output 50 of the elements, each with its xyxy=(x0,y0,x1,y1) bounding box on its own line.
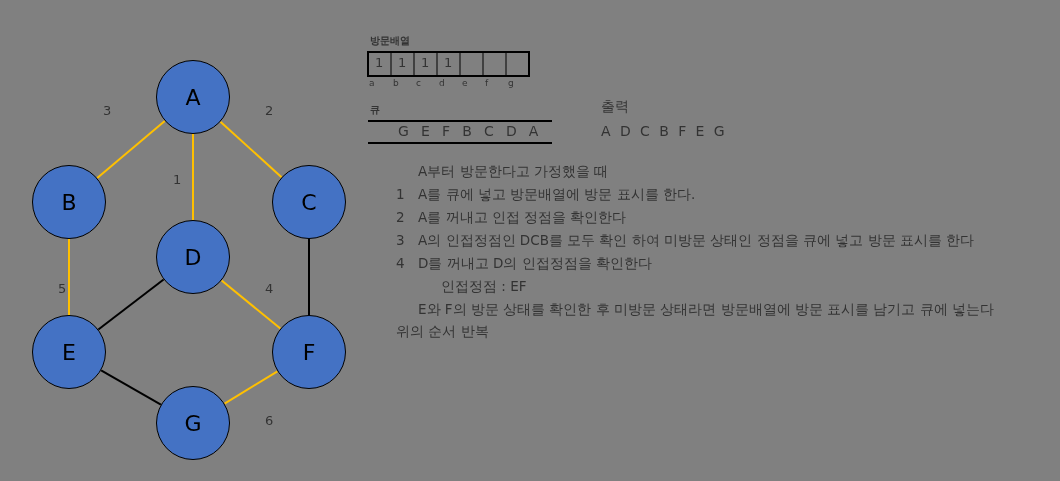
edge-label: 1 xyxy=(173,173,182,186)
edge-label: 4 xyxy=(265,282,274,295)
index-letter: c xyxy=(416,79,421,89)
vertex-circle: A xyxy=(156,60,230,134)
heading: 큐 xyxy=(370,104,380,115)
array-value: 1 xyxy=(444,56,453,71)
edge-line xyxy=(100,369,162,406)
array-value: 1 xyxy=(421,56,430,71)
edge-line xyxy=(192,133,194,221)
output-sequence: A D C B F E G xyxy=(601,124,725,140)
description-text: A를 꺼내고 인접 정점을 확인한다 xyxy=(418,210,627,225)
edge-label: 3 xyxy=(103,104,112,117)
heading: 출력 xyxy=(601,99,629,115)
description-text: A의 인접정점인 DCB를 모두 확인 하여 미방문 상태인 정점을 큐에 넣고 방문 표시를 한다 xyxy=(418,233,975,248)
step-number: 1 xyxy=(396,187,405,202)
vertex-circle: C xyxy=(272,165,346,239)
heading: 방문배열 xyxy=(370,35,410,46)
description-text: A를 큐에 넣고 방문배열에 방문 표시를 한다. xyxy=(418,187,696,202)
index-letter: g xyxy=(508,79,514,89)
step-number: 3 xyxy=(396,233,405,248)
vertex-circle: G xyxy=(156,386,230,460)
step-number: 4 xyxy=(396,256,405,271)
index-letter: f xyxy=(485,79,489,89)
index-letter: a xyxy=(369,79,375,89)
index-letter: e xyxy=(462,79,468,89)
edge-label: 6 xyxy=(265,414,274,427)
description-text: 위의 순서 반복 xyxy=(396,324,489,339)
queue-contents: G E F B C D A xyxy=(398,124,539,140)
edge-line xyxy=(220,279,282,330)
array-value: 1 xyxy=(375,56,384,71)
vertex-circle: D xyxy=(156,220,230,294)
description-text: 인접정점 : EF xyxy=(441,279,527,294)
vertex-circle: F xyxy=(272,315,346,389)
array-value: 1 xyxy=(398,56,407,71)
description-text: D를 꺼내고 D의 인접정점을 확인한다 xyxy=(418,256,652,271)
index-letter: d xyxy=(439,79,445,89)
edge-line xyxy=(68,238,70,316)
vertex-circle: E xyxy=(32,315,106,389)
edge-label: 2 xyxy=(265,104,274,117)
edge-label: 5 xyxy=(58,282,67,295)
vertex-circle: B xyxy=(32,165,106,239)
edge-line xyxy=(223,370,279,405)
edge-line xyxy=(219,120,283,179)
edge-line xyxy=(97,278,165,331)
description-text: A부터 방문한다고 가정했을 때 xyxy=(418,164,609,179)
index-letter: b xyxy=(393,79,399,89)
step-number: 2 xyxy=(396,210,405,225)
description-text: E와 F의 방문 상태를 확인한 후 미방문 상태라면 방문배열에 방문 표시를 남기고 큐에 넣는다 xyxy=(418,302,995,317)
edge-line xyxy=(308,238,310,316)
edge-line xyxy=(96,119,166,180)
